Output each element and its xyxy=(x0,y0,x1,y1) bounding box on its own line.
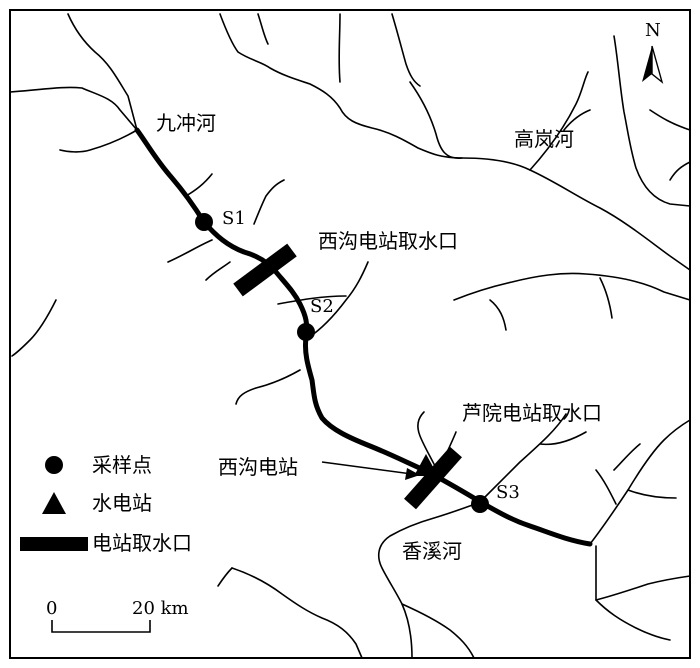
river-label-jiuchong: 九冲河 xyxy=(156,111,216,135)
xigou-station-leader xyxy=(321,461,413,475)
north-label: N xyxy=(645,20,661,41)
river-label-gaolan: 高岚河 xyxy=(514,127,574,151)
xigou-intake-label: 西沟电站取水口 xyxy=(318,229,458,253)
sampling-sites: S1 S2 S3 xyxy=(195,208,520,513)
scale-start-label: 0 xyxy=(46,598,57,619)
legend: 采样点 水电站 电站取水口 xyxy=(20,453,192,555)
map-labels: 九冲河 高岚河 香溪河 西沟电站取水口 西沟电站 芦院电站取水口 xyxy=(156,111,602,563)
legend-triangle-icon xyxy=(42,492,66,514)
main-river xyxy=(134,127,593,547)
sampling-point-s2[interactable] xyxy=(297,323,315,341)
north-arrow-icon xyxy=(642,46,652,82)
north-arrow: N xyxy=(642,20,664,84)
legend-circle-icon xyxy=(45,456,63,474)
legend-label-sampling: 采样点 xyxy=(92,453,152,477)
site-label-s2: S2 xyxy=(310,296,334,317)
scale-bar: 0 20 km xyxy=(46,598,189,633)
luyuan-intake-label: 芦院电站取水口 xyxy=(462,401,602,425)
sampling-point-s3[interactable] xyxy=(471,495,489,513)
legend-label-intake: 电站取水口 xyxy=(92,531,192,555)
site-label-s1: S1 xyxy=(222,208,246,229)
sampling-point-s1[interactable] xyxy=(195,213,213,231)
scale-bar-line xyxy=(51,620,151,633)
north-arrow-right-half xyxy=(651,45,664,84)
xigou-station-label: 西沟电站 xyxy=(218,455,298,479)
map-frame xyxy=(9,9,691,659)
scale-end-label: 20 km xyxy=(132,598,189,619)
river-label-xiangxi: 香溪河 xyxy=(402,539,462,563)
leader-arrowhead xyxy=(405,468,420,480)
tributary-network xyxy=(9,13,691,659)
site-label-s3: S3 xyxy=(496,482,520,503)
hydropower-facilities xyxy=(233,243,462,510)
legend-bar-icon xyxy=(20,537,88,551)
xigou-intake-marker[interactable] xyxy=(233,243,297,297)
luyuan-intake-marker[interactable] xyxy=(404,446,462,510)
legend-label-station: 水电站 xyxy=(92,491,152,515)
